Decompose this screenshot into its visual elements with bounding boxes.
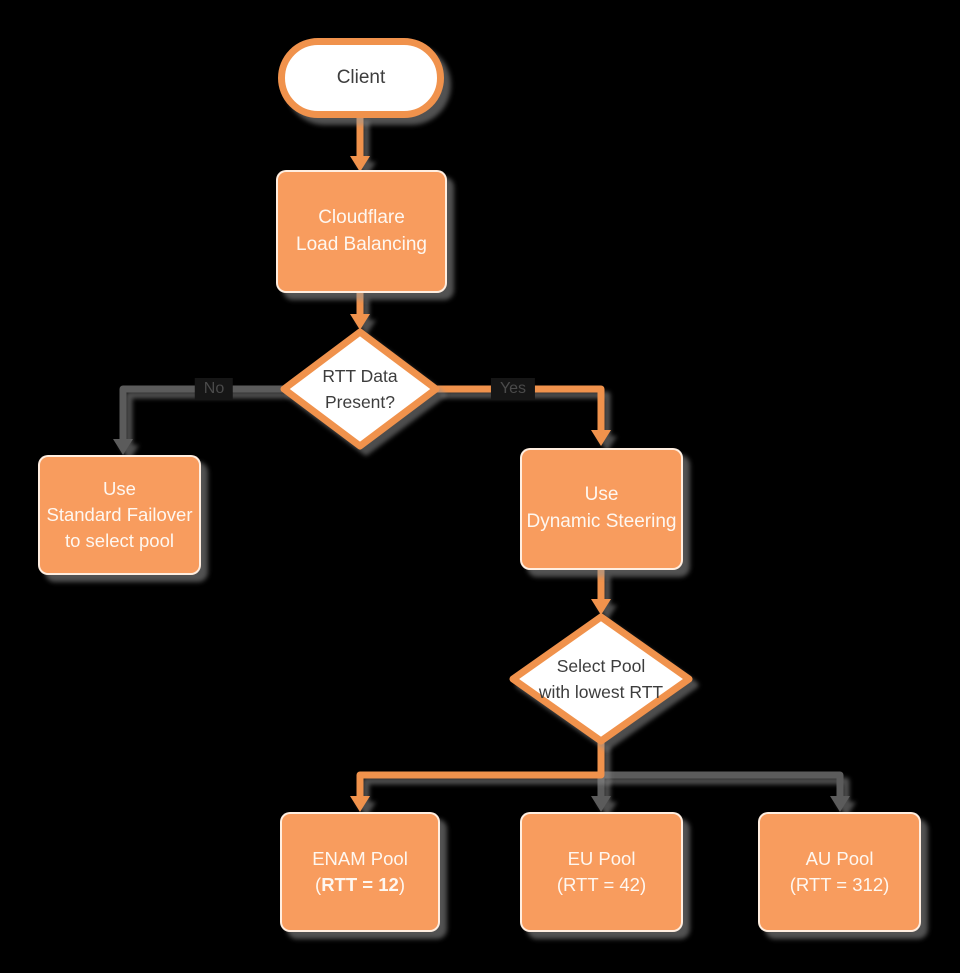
edge-lb-to-rtt-decision <box>350 293 370 330</box>
arrowhead-into-load-balancing <box>350 156 370 172</box>
edge-client-to-lb <box>350 115 370 172</box>
edge-enam-line <box>356 741 605 796</box>
enam-rtt-value: RTT = 12 <box>321 874 399 895</box>
load-balancing-line2: Load Balancing <box>296 233 427 255</box>
dynamic-steering-line1: Use <box>584 484 619 506</box>
edge-dynamic-to-select-pool <box>591 570 611 615</box>
edge-au-line <box>601 771 844 796</box>
node-load-balancing: Cloudflare Load Balancing <box>276 170 447 293</box>
eu-pool-line1: EU Pool <box>567 847 636 869</box>
arrowhead-into-dynamic-steering <box>591 430 611 446</box>
edge-to-au-pool <box>601 771 850 812</box>
node-eu-pool: EU Pool (RTT = 42) <box>520 812 683 932</box>
node-standard-failover: Use Standard Failover to select pool <box>38 455 201 575</box>
edge-to-enam-pool <box>350 741 605 812</box>
select-pool-diamond <box>509 613 693 745</box>
edge-label-no: No <box>194 378 234 400</box>
standard-failover-line2: Standard Failover <box>46 503 193 525</box>
enam-rtt-close: ) <box>398 874 405 895</box>
edge-label-yes: Yes <box>490 378 536 400</box>
standard-failover-line3: to select pool <box>64 530 174 552</box>
enam-pool-line1: ENAM Pool <box>312 847 408 869</box>
node-enam-pool: ENAM Pool (RTT = 12) <box>280 812 440 932</box>
client-label: Client <box>336 67 386 88</box>
dynamic-steering-line2: Dynamic Steering <box>526 511 677 532</box>
standard-failover-line1: Use <box>103 477 136 499</box>
eu-pool-line2: (RTT = 42) <box>556 874 647 895</box>
arrowhead-into-standard-failover <box>113 439 133 455</box>
au-pool-line1: AU Pool <box>805 847 874 869</box>
load-balancing-line1: Cloudflare <box>318 206 405 228</box>
node-dynamic-steering: Use Dynamic Steering <box>520 448 683 570</box>
enam-pool-line2: (RTT = 12) <box>315 872 405 898</box>
arrowhead-into-eu-pool <box>591 796 611 812</box>
arrowhead-into-rtt-decision <box>350 314 370 330</box>
arrowhead-into-select-pool <box>591 599 611 615</box>
arrowhead-into-au-pool <box>830 796 850 812</box>
arrowhead-into-enam-pool <box>350 796 370 812</box>
node-client: Client <box>278 38 444 118</box>
enam-rtt-open: ( <box>315 874 322 895</box>
au-pool-line2: (RTT = 312) <box>789 874 890 895</box>
node-au-pool: AU Pool (RTT = 312) <box>758 812 921 932</box>
rtt-decision-diamond <box>280 328 440 450</box>
edge-to-eu-pool <box>591 775 611 812</box>
